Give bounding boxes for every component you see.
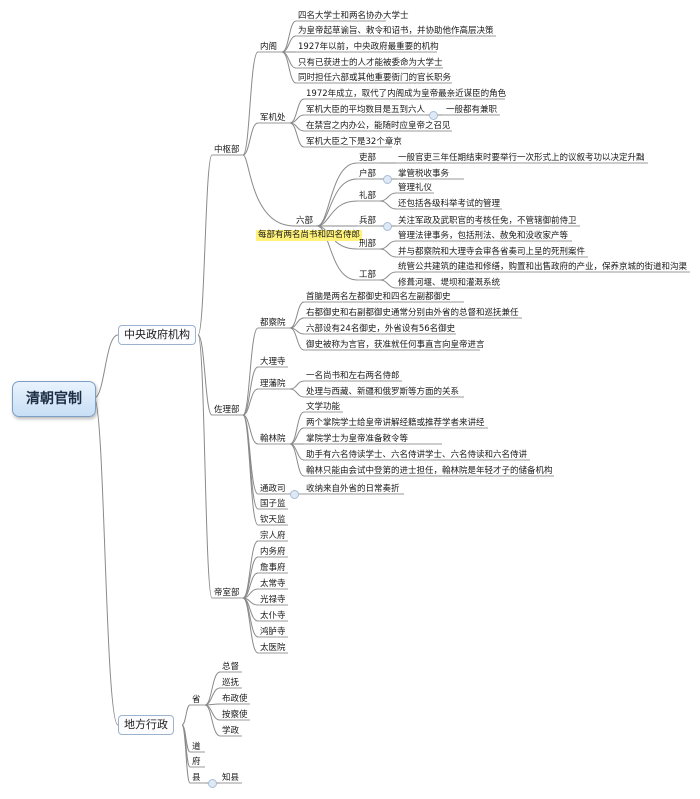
- collapse-dot-junjichu-note[interactable]: [429, 111, 438, 120]
- junjichu-item-2: 军机大臣的平均数目是五到六人: [306, 105, 426, 115]
- xingbu-item-2: 并与都察院和大理寺会审各省奏司上呈的死刑案件: [398, 247, 586, 257]
- bingbu-node[interactable]: 兵部: [359, 216, 377, 226]
- dishi-item-7: 鸿胪寺: [260, 627, 286, 637]
- libu-rites-node[interactable]: 礼部: [359, 191, 377, 201]
- junjichu-note: 一般都有兼职: [446, 105, 498, 115]
- collapse-dot-hubu[interactable]: [383, 175, 392, 184]
- tongzhengsi-node[interactable]: 通政司: [260, 484, 286, 494]
- local-administration-node[interactable]: 地方行政: [118, 715, 174, 735]
- sheng-item-5: 学政: [222, 726, 240, 736]
- gongbu-item-2: 修葺河堰、堤坝和灌溉系统: [398, 278, 501, 288]
- duchayuan-item-4: 御史被称为言官，获准就任何事直言向皇帝进言: [306, 340, 485, 350]
- neige-item-2: 为皇帝起草谕旨、敕令和诏书，并协助他作高层决策: [298, 26, 494, 36]
- junjichu-node[interactable]: 军机处: [260, 113, 286, 123]
- lifanyuan-item-1: 一名尚书和左右两名侍郎: [306, 371, 400, 381]
- lifanyuan-node[interactable]: 理藩院: [260, 379, 286, 389]
- zuoli-node[interactable]: 佐理部: [214, 405, 240, 415]
- duchayuan-item-3: 六部设有24名御史，外省设有56名御史: [306, 324, 456, 334]
- sheng-item-1: 总督: [222, 662, 240, 672]
- duchayuan-item-1: 首脑是两名左都御史和四名左副都御史: [306, 292, 451, 302]
- xingbu-item-1: 管理法律事务，包括刑法、赦免和没收家产等: [398, 231, 569, 241]
- dishi-item-4: 太常寺: [260, 579, 286, 589]
- qintianjian-node[interactable]: 钦天监: [260, 515, 286, 525]
- tongzhengsi-item: 收纳来自外省的日常奏折: [306, 484, 400, 494]
- dalisi-node[interactable]: 大理寺: [260, 357, 286, 367]
- hanlinyuan-item-4: 助手有六名侍读学士、六名侍讲学士、六名侍读和六名侍讲: [306, 450, 528, 460]
- junjichu-item-3: 在禁宫之内办公，能随时应皇帝之召见: [306, 121, 451, 131]
- hanlinyuan-node[interactable]: 翰林院: [260, 434, 286, 444]
- gongbu-node[interactable]: 工部: [359, 270, 377, 280]
- dishi-item-6: 太仆寺: [260, 611, 286, 621]
- dishi-node[interactable]: 帝室部: [214, 588, 240, 598]
- hubu-item: 掌管税收事务: [398, 169, 450, 179]
- sheng-item-4: 按察使: [222, 710, 248, 720]
- liubu-node[interactable]: 六部: [296, 216, 314, 226]
- junjichu-item-1: 1972年成立，取代了内阁成为皇帝最亲近谋臣的角色: [306, 89, 507, 99]
- dishi-item-2: 内务府: [260, 547, 286, 557]
- duchayuan-node[interactable]: 都察院: [260, 318, 286, 328]
- neige-item-4: 只有已获进士的人才能被委命为大学士: [298, 58, 443, 68]
- fu-node[interactable]: 府: [192, 757, 201, 767]
- hanlinyuan-item-3: 掌院学士为皇帝准备敕令等: [306, 434, 409, 444]
- junjichu-item-4: 军机大臣之下是32个章京: [306, 137, 402, 147]
- liubu-note-highlight: 每部有两名尚书和四名侍郎: [256, 230, 363, 241]
- libu-official-node[interactable]: 吏部: [359, 153, 377, 163]
- dishi-item-3: 詹事府: [260, 563, 286, 573]
- neige-node[interactable]: 内阁: [260, 42, 278, 52]
- libu-official-item: 一般官吏三年任期结束时要举行一次形式上的议叙考功以决定升黜: [398, 153, 645, 163]
- hubu-node[interactable]: 户部: [359, 169, 377, 179]
- dishi-item-1: 宗人府: [260, 531, 286, 541]
- sheng-item-3: 布政使: [222, 694, 248, 704]
- guozijian-node[interactable]: 国子监: [260, 499, 286, 509]
- hanlinyuan-item-2: 两个掌院学士给皇帝讲解经籍或推荐学者来讲经: [306, 418, 485, 428]
- collapse-dot-tongzhengsi[interactable]: [290, 490, 299, 499]
- dishi-item-5: 光禄寺: [260, 595, 286, 605]
- duchayuan-item-2: 右都御史和右副都御史通常分别由外省的总督和巡抚兼任: [306, 308, 519, 318]
- xian-node[interactable]: 县: [192, 773, 201, 783]
- xingbu-node[interactable]: 刑部: [359, 239, 377, 249]
- collapse-dot-bingbu[interactable]: [383, 222, 392, 231]
- bingbu-item: 关注军政及武职官的考核任免，不管辖御前侍卫: [398, 216, 577, 226]
- dishi-item-8: 太医院: [260, 643, 286, 653]
- central-government-node[interactable]: 中央政府机构: [118, 325, 196, 345]
- root-node[interactable]: 清朝官制: [12, 381, 96, 417]
- libu-rites-item-1: 管理礼仪: [398, 183, 433, 193]
- hanlinyuan-item-1: 文学功能: [306, 402, 341, 412]
- neige-item-3: 1927年以前，中央政府最重要的机构: [298, 42, 439, 52]
- neige-item-5: 同时担任六部或其他重要衙门的官长职务: [298, 73, 452, 83]
- zhixian-node: 知县: [222, 773, 240, 783]
- hanlinyuan-item-5: 翰林只能由会试中登第的进士担任，翰林院是年轻才子的储备机构: [306, 466, 553, 476]
- neige-item-1: 四名大学士和两名协办大学士: [298, 11, 409, 21]
- lifanyuan-item-2: 处理与西藏、新疆和俄罗斯等方面的关系: [306, 387, 460, 397]
- zhongshu-node[interactable]: 中枢部: [214, 145, 240, 155]
- collapse-dot-xian[interactable]: [208, 779, 217, 788]
- dao-node[interactable]: 道: [192, 742, 201, 752]
- libu-rites-item-2: 还包括各级科举考试的管理: [398, 199, 501, 209]
- sheng-item-2: 巡抚: [222, 678, 240, 688]
- gongbu-item-1: 统管公共建筑的建造和修缮，购置和出售政府的产业，保养京城的街道和沟渠: [398, 262, 688, 272]
- sheng-node[interactable]: 省: [192, 695, 201, 705]
